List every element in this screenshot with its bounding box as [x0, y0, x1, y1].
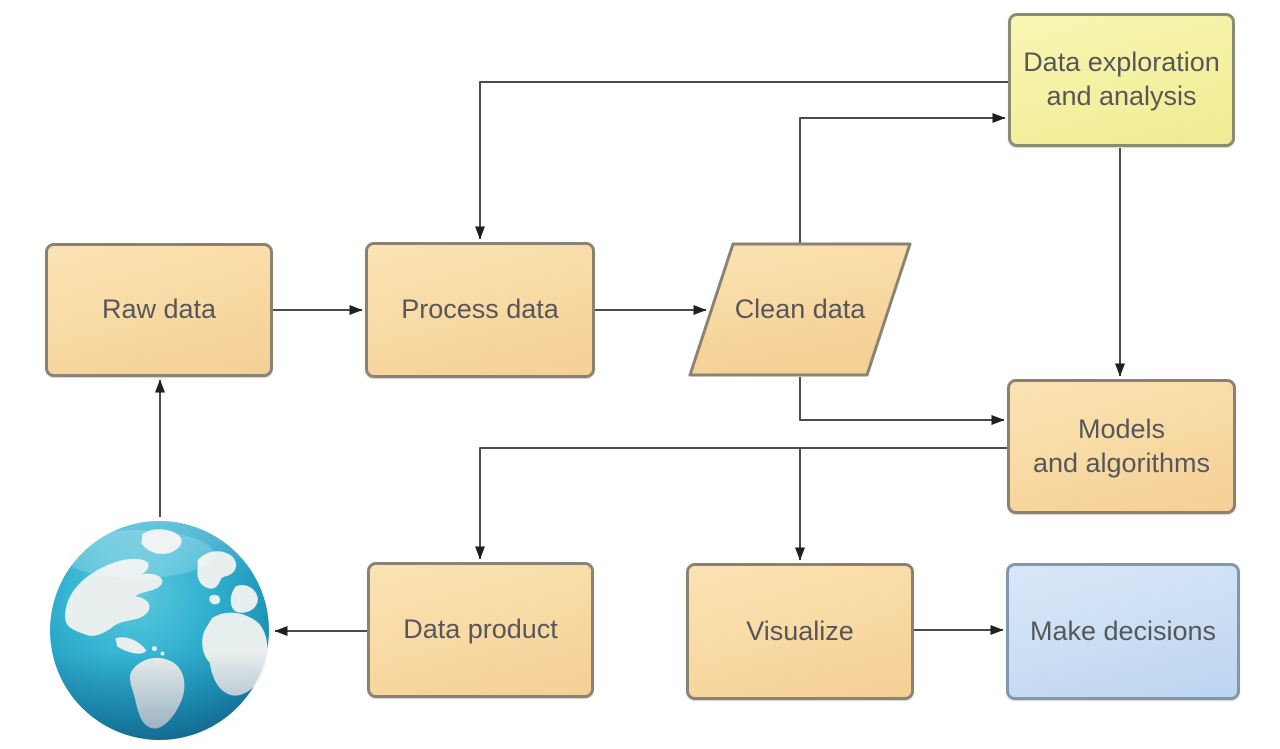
arrow-clean-data-to-models [799, 377, 1005, 425]
node-label: Make decisions [1029, 615, 1217, 646]
node-models-and-algorithms: Models and algorithms [1007, 379, 1236, 514]
node-label: Data exploration and analysis [1023, 46, 1220, 114]
node-visualize: Visualize [686, 563, 914, 700]
node-label: Process data [401, 294, 559, 325]
node-label-line1: Models [1077, 413, 1166, 444]
node-label-line2: and analysis [1046, 81, 1197, 111]
node-clean-data: Clean data [688, 242, 912, 377]
node-data-product: Data product [367, 562, 594, 698]
node-label-line1: Data exploration [1023, 47, 1220, 78]
node-raw-data: Raw data [45, 243, 273, 377]
node-data-exploration: Data exploration and analysis [1008, 13, 1235, 147]
arrow-models-to-data-product [475, 447, 1007, 560]
node-process-data: Process data [365, 242, 595, 378]
node-label: Clean data [734, 294, 866, 324]
arrow-clean-data-to-data-exploration [799, 113, 1006, 243]
node-label-line2: and algorithms [1032, 447, 1211, 478]
globe-icon [50, 521, 269, 740]
node-make-decisions: Make decisions [1006, 563, 1240, 700]
node-label: Raw data [101, 294, 217, 325]
node-label: Models and algorithms [1033, 413, 1210, 481]
node-label: Visualize [746, 615, 854, 646]
parallelogram-shape [688, 242, 912, 377]
node-label: Data product [403, 614, 558, 645]
arrow-data-exploration-to-process-data [475, 81, 1008, 240]
